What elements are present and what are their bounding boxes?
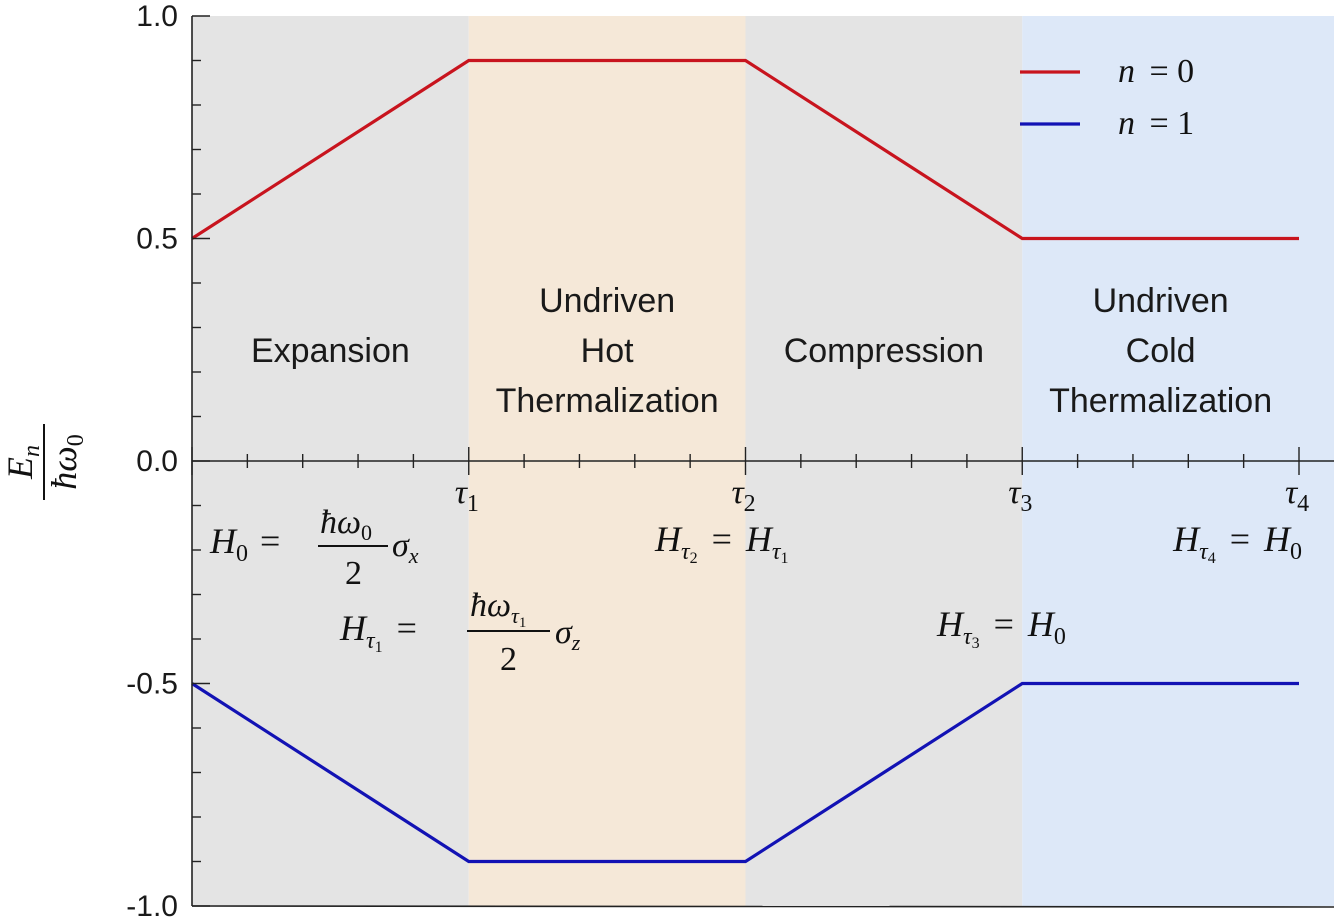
ht4-lhs-subsub: 4: [1208, 550, 1216, 567]
legend-rel: = 0: [1141, 53, 1194, 90]
ht1-eq: =: [397, 608, 417, 648]
svg-text:Hτ2=Hτ1: Hτ2=Hτ1: [654, 519, 789, 567]
svg-text:Hτ4=H0: Hτ4=H0: [1172, 519, 1302, 567]
ht2-eq: =: [712, 519, 732, 559]
svg-text:ħω0: ħω0: [320, 504, 372, 545]
ht2-lhs: H: [654, 519, 683, 559]
y-label-num-sub: n: [19, 445, 45, 457]
svg-text:En: En: [0, 445, 45, 480]
ht3-rhs-sub: 0: [1054, 624, 1066, 650]
x-tick-label: τ1: [455, 474, 479, 517]
ht1-op: σ: [555, 614, 573, 651]
ht4-lhs: H: [1172, 519, 1201, 559]
series-lines: [191, 58, 1299, 864]
y-tick-label: 1.0: [136, 0, 178, 33]
legend-var: n: [1118, 53, 1135, 90]
ht1-lhs-subsub: 1: [375, 639, 383, 656]
svg-text:σz: σz: [555, 614, 581, 655]
h0-den: 2: [345, 555, 362, 592]
svg-text:H0=: H0 =: [209, 521, 280, 567]
legend-rel: = 1: [1141, 105, 1194, 142]
svg-text:ħωτ1: ħωτ1: [470, 587, 526, 631]
y-tick-label: 0.0: [136, 445, 178, 478]
x-tick-symbol: τ: [1285, 474, 1299, 511]
x-tick-label: τ2: [732, 474, 756, 517]
phase-region-4-label-1: Undriven: [1093, 282, 1229, 320]
x-tick-index: 4: [1297, 491, 1309, 517]
legend-label-1: n = 0: [1118, 53, 1194, 90]
x-tick-label: τ3: [1008, 474, 1032, 517]
y-label-den: ħω: [44, 446, 84, 489]
ht3-rhs: H: [1027, 604, 1056, 644]
ht4-rhs-sub: 0: [1290, 539, 1302, 565]
ht3-lhs: H: [936, 604, 965, 644]
ht2-lhs-sub: τ: [681, 539, 691, 565]
ht3-lhs-subsub: 3: [972, 635, 980, 652]
annotation-ht4: Hτ4=H0: [1172, 519, 1302, 567]
ht3-eq: =: [994, 604, 1014, 644]
bottom-frame-line: [191, 905, 1334, 908]
ht1-lhs-sub: τ: [366, 628, 376, 654]
x-tick-symbol: τ: [1008, 474, 1022, 511]
y-tick-label: 0.5: [136, 223, 178, 256]
y-tick-label: -0.5: [126, 668, 178, 701]
x-tick-symbol: τ: [732, 474, 746, 511]
legend-label-2: n = 1: [1118, 105, 1194, 142]
ht3-lhs-sub: τ: [963, 624, 973, 650]
ht4-lhs-sub: τ: [1199, 539, 1209, 565]
h0-lhs-sub: 0: [236, 541, 248, 567]
x-tick-label: τ4: [1285, 474, 1309, 517]
phase-region-2-label-1: Undriven: [539, 282, 675, 320]
h0-op-sub: x: [408, 543, 419, 568]
ht1-num-subsub: 1: [519, 615, 527, 631]
svg-text:σx: σx: [392, 527, 419, 568]
x-tick-index: 1: [467, 491, 479, 517]
ht2-lhs-subsub: 2: [690, 550, 698, 567]
h0-op: σ: [392, 527, 410, 564]
x-tick-index: 3: [1020, 491, 1032, 517]
h0-eq: =: [260, 521, 280, 561]
legend: n = 0n = 1: [1020, 53, 1194, 142]
series-line-1: [191, 58, 1299, 241]
ht1-lhs: H: [339, 608, 368, 648]
svg-text:ħω0: ħω0: [44, 434, 89, 489]
annotation-h0: H0= ħω0 2 σx: [209, 504, 419, 592]
h0-num: ħω: [320, 504, 361, 541]
phase-region-2-label-3: Thermalization: [496, 382, 719, 420]
x-tick-symbol: τ: [455, 474, 469, 511]
phase-region-4-label-2: Cold: [1126, 332, 1196, 370]
phase-region-1-label-1: Expansion: [251, 332, 410, 370]
ht2-rhs-subsub: 1: [781, 550, 789, 567]
annotation-ht1: Hτ1= ħωτ1 2 σz: [339, 587, 581, 678]
ht4-rhs: H: [1263, 519, 1292, 559]
ht1-den: 2: [500, 641, 517, 678]
phase-region-4-label-3: Thermalization: [1049, 382, 1272, 420]
y-axis-label: En ħω0: [0, 424, 89, 500]
ht1-num-sub: τ: [511, 603, 520, 628]
svg-text:Hτ1=: Hτ1 =: [339, 608, 417, 656]
y-tick-label: -1.0: [126, 890, 178, 918]
ht2-rhs-sub: τ: [772, 539, 782, 565]
svg-text:Hτ3=H0: Hτ3=H0: [936, 604, 1066, 652]
ht1-num: ħω: [470, 587, 511, 624]
annotation-ht3: Hτ3=H0: [936, 604, 1066, 652]
h0-num-sub: 0: [361, 520, 372, 545]
annotation-ht2: Hτ2=Hτ1: [654, 519, 789, 567]
h0-lhs: H: [209, 521, 238, 561]
phase-region-2-label-2: Hot: [581, 332, 634, 370]
legend-var: n: [1118, 105, 1135, 142]
series-line-2: [191, 681, 1299, 864]
y-label-den-sub: 0: [63, 434, 89, 446]
ht1-op-sub: z: [571, 630, 581, 655]
ht4-eq: =: [1230, 519, 1250, 559]
phase-region-3-label-1: Compression: [784, 332, 984, 370]
ht2-rhs: H: [745, 519, 774, 559]
x-tick-index: 2: [744, 491, 756, 517]
y-label-num: E: [0, 457, 40, 480]
